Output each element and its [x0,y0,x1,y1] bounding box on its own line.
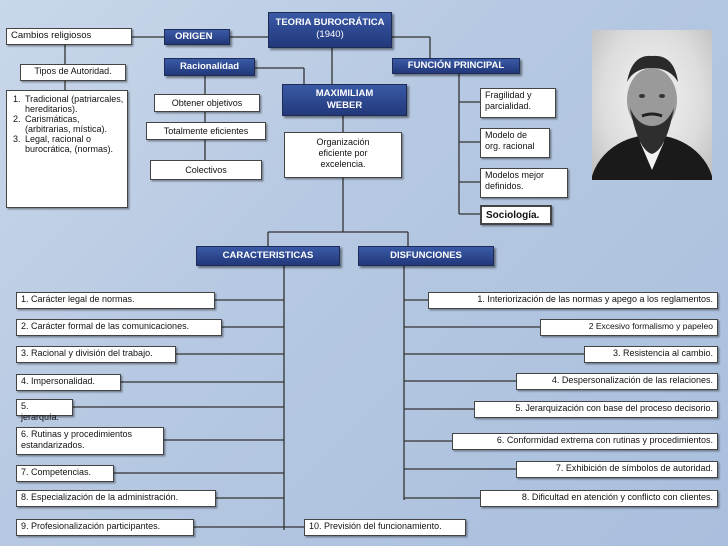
dysfunction-item: 4. Despersonalización de las relaciones. [516,373,718,390]
weber-header: MAXIMILIAM WEBER [282,84,407,116]
characteristic-item: 9. Profesionalización participantes. [16,519,194,536]
dysfunction-item: 1. Interiorización de las normas y apego… [428,292,718,309]
authority-types-box: Tradicional (patriarcales, hereditarios)… [6,90,128,208]
authority-type-item: Tradicional (patriarcales, hereditarios)… [23,94,125,114]
caracteristicas-header: CARACTERISTICAS [196,246,340,266]
function-item: Sociología. [480,205,552,225]
function-item: Modelos mejor definidos. [480,168,568,198]
authority-type-item: Carismáticas, (arbitrarias, mística). [23,114,125,134]
characteristic-item: 6. Rutinas y procedimientos estandarizad… [16,427,164,455]
characteristic-item: 2. Carácter formal de las comunicaciones… [16,319,222,336]
dysfunction-item: 8. Dificultad en atención y conflicto co… [480,490,718,507]
dysfunction-item: 3. Resistencia al cambio. [584,346,718,363]
characteristic-item: 4. Impersonalidad. [16,374,121,391]
characteristic-item: 1. Carácter legal de normas. [16,292,215,309]
max-weber-portrait [592,30,712,180]
racionalidad-header: Racionalidad [164,58,255,76]
cambios-religiosos-box: Cambios religiosos [6,28,132,45]
disfunciones-header: DISFUNCIONES [358,246,494,266]
function-item: Fragilidad y parcialidad. [480,88,556,118]
organization-box: Organización eficiente por excelencia. [284,132,402,178]
title-line-1: TEORIA BUROCRÁTICA [275,17,385,28]
title-box: TEORIA BUROCRÁTICA (1940) [268,12,392,48]
characteristic-extra-item: 10. Previsión del funcionamiento. [304,519,466,536]
rationality-item: Obtener objetivos [154,94,260,112]
dysfunction-item: 7. Exhibición de símbolos de autoridad. [516,461,718,478]
characteristic-item: 8. Especialización de la administración. [16,490,216,507]
origen-header: ORIGEN [164,29,230,45]
dysfunction-item: 6. Conformidad extrema con rutinas y pro… [452,433,718,450]
authority-type-item: Legal, racional o burocrática, (normas). [23,134,125,154]
title-line-2: (1940) [316,29,344,40]
characteristic-item: 7. Competencias. [16,465,114,482]
characteristic-item: 5. jerarquía. [16,399,73,422]
dysfunction-item: 5. Jerarquización con base del proceso d… [474,401,718,418]
rationality-item: Colectivos [150,160,262,180]
funcion-principal-header: FUNCIÓN PRINCIPAL [392,58,520,74]
rationality-item: Totalmente eficientes [146,122,266,140]
dysfunction-item: 2 Excesivo formalismo y papeleo [540,319,718,336]
characteristic-item: 3. Racional y división del trabajo. [16,346,176,363]
tipos-autoridad-box: Tipos de Autoridad. [20,64,126,81]
function-item: Modelo de org. racional [480,128,550,158]
